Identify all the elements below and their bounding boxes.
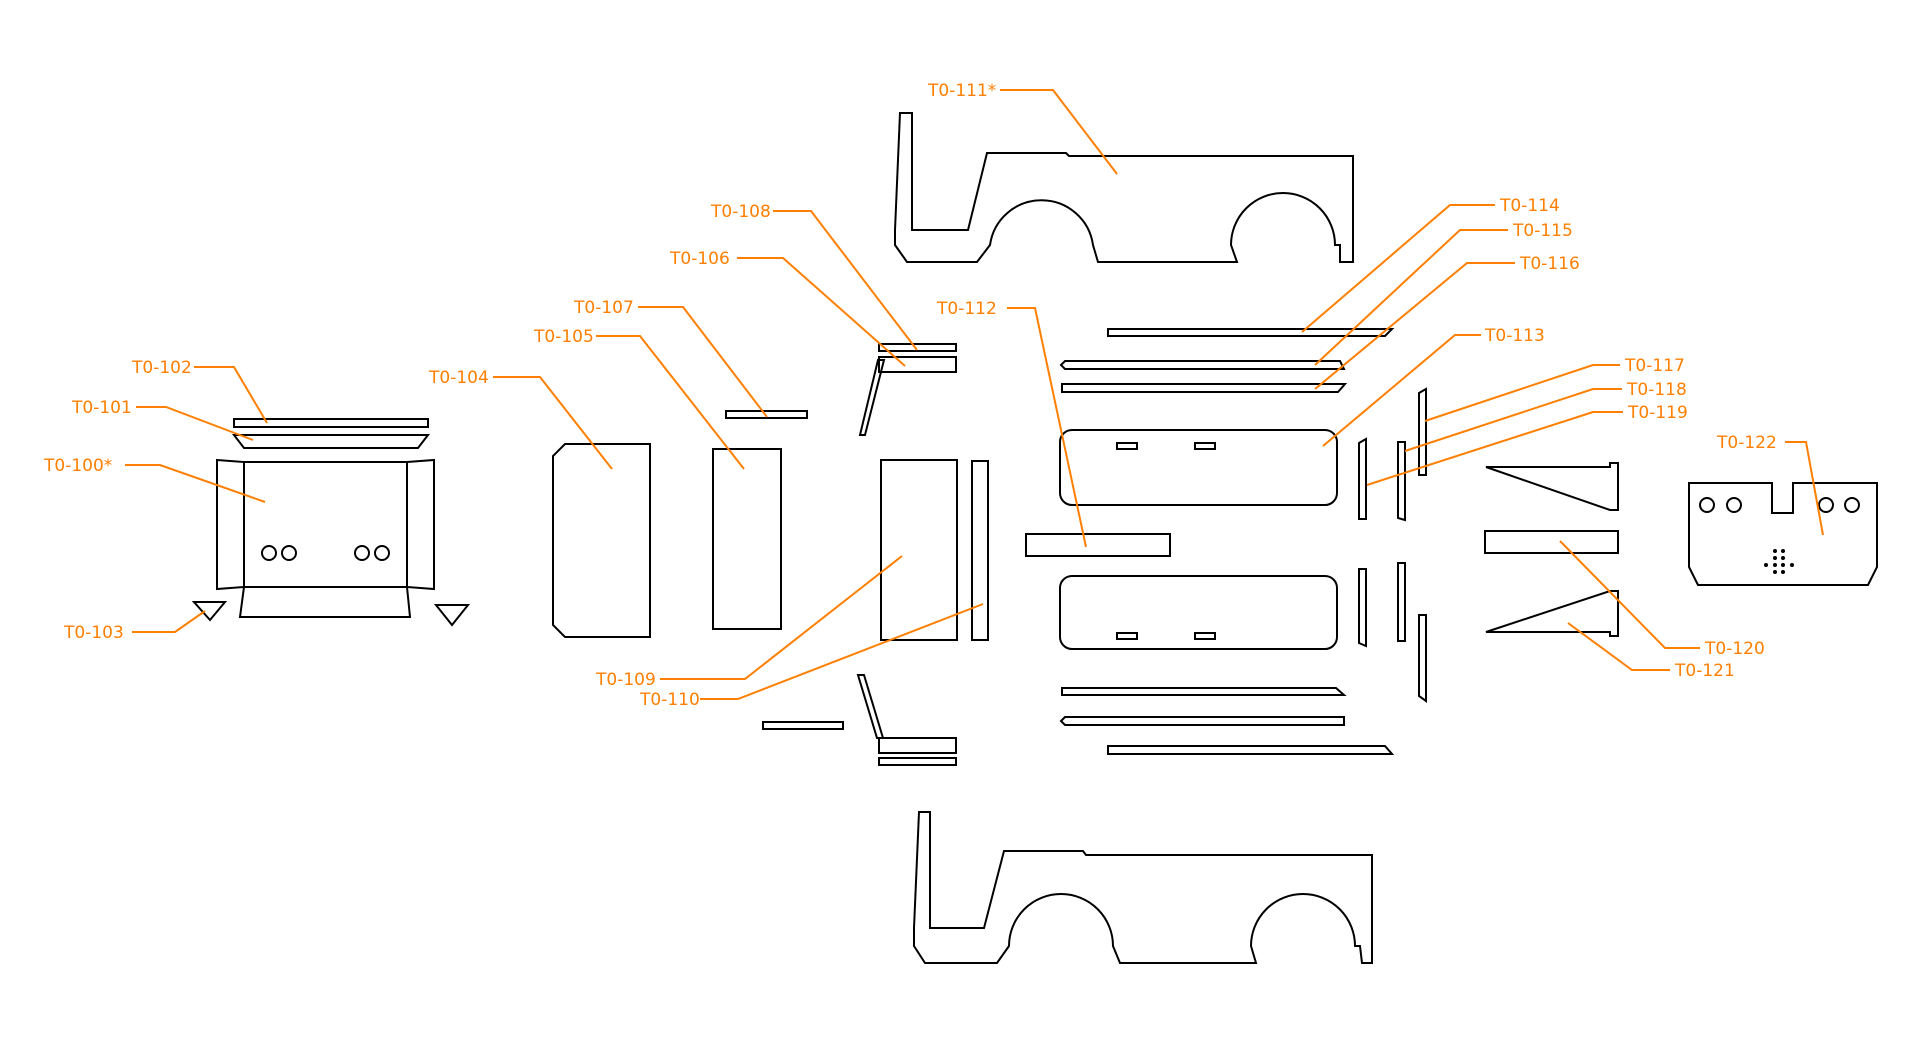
label-t0-110: T0-110 (639, 690, 700, 710)
part-t0-106-side-copy (856, 674, 885, 739)
label-t0-107: T0-107 (573, 298, 634, 318)
label-t0-122: T0-122 (1716, 433, 1777, 453)
fastener-hole-icon (1699, 497, 1860, 513)
slot-icon (1116, 632, 1138, 640)
part-t0-120 (1484, 530, 1619, 554)
label-t0-121: T0-121 (1674, 661, 1735, 681)
label-t0-115: T0-115 (1512, 221, 1573, 241)
part-t0-117-copy (1418, 614, 1427, 703)
label-t0-109: T0-109 (595, 670, 656, 690)
part-group-center-left (725, 343, 989, 766)
part-t0-109 (880, 459, 958, 641)
part-t0-108-copy (878, 757, 957, 766)
part-t0-121-copy (1485, 590, 1619, 637)
part-t0-100-right-flap (406, 458, 435, 591)
label-t0-106: T0-106 (669, 249, 730, 269)
part-group-t0-100 (191, 418, 471, 627)
part-t0-112 (1025, 533, 1171, 557)
part-t0-113-copy (1059, 575, 1338, 650)
label-t0-100: T0-100* (43, 456, 112, 476)
part-t0-114-copy (1107, 745, 1395, 755)
part-t0-101 (231, 434, 431, 449)
part-t0-105 (712, 448, 782, 630)
part-t0-119 (1358, 437, 1367, 520)
label-t0-114: T0-114 (1499, 196, 1560, 216)
slot-icon (1116, 442, 1138, 450)
slot-icon (1194, 632, 1216, 640)
label-t0-117: T0-117 (1624, 356, 1685, 376)
part-t0-102 (233, 418, 429, 428)
part-t0-122 (1688, 482, 1878, 586)
part-t0-103 (191, 601, 228, 622)
part-t0-117 (1418, 387, 1427, 476)
part-t0-118 (1397, 441, 1406, 522)
part-group-center (1025, 328, 1395, 755)
part-t0-108 (878, 343, 957, 352)
part-t0-115-copy (1059, 716, 1345, 726)
part-t0-121 (1485, 462, 1619, 511)
part-t0-111-copy (913, 811, 1373, 964)
label-t0-116: T0-116 (1519, 254, 1580, 274)
label-t0-102: T0-102 (131, 358, 192, 378)
slot-icon (1194, 442, 1216, 450)
label-t0-119: T0-119 (1627, 403, 1688, 423)
part-t0-107 (725, 410, 808, 419)
label-t0-101: T0-101 (71, 398, 132, 418)
part-t0-103-copy (433, 604, 471, 627)
part-group-right (1358, 387, 1619, 703)
label-t0-104: T0-104 (428, 368, 489, 388)
part-labels: T0-100* T0-101 T0-102 T0-103 T0-104 T0-1… (43, 81, 1777, 710)
label-t0-112: T0-112 (936, 299, 997, 319)
part-t0-107-copy (762, 721, 844, 730)
part-t0-114 (1107, 328, 1395, 337)
part-t0-115 (1059, 360, 1346, 370)
part-group-t0-122 (1688, 482, 1878, 586)
label-t0-118: T0-118 (1626, 380, 1687, 400)
part-t0-111 (894, 112, 1354, 263)
leader-lines (125, 89, 1824, 700)
label-t0-120: T0-120 (1704, 639, 1765, 659)
part-t0-100-bottom-flap (238, 586, 412, 618)
label-t0-103: T0-103 (63, 623, 124, 643)
part-t0-113 (1059, 429, 1338, 506)
part-t0-110 (971, 460, 989, 641)
part-t0-106-copy (878, 737, 957, 754)
label-t0-108: T0-108 (710, 202, 771, 222)
dot-pattern-icon (1764, 549, 1794, 574)
part-t0-104 (552, 443, 651, 638)
part-t0-116 (1061, 383, 1348, 393)
part-t0-116-copy (1061, 687, 1347, 696)
part-t0-106 (878, 356, 957, 373)
part-t0-119-copy (1358, 568, 1367, 648)
fastener-hole-icon (261, 545, 390, 561)
part-t0-106-side (858, 359, 886, 436)
label-t0-111: T0-111* (927, 81, 996, 101)
label-t0-105: T0-105 (533, 327, 594, 347)
part-t0-100-left-flap (216, 458, 245, 591)
part-t0-100 (243, 461, 408, 588)
label-t0-113: T0-113 (1484, 326, 1545, 346)
part-t0-118-copy (1397, 562, 1406, 642)
